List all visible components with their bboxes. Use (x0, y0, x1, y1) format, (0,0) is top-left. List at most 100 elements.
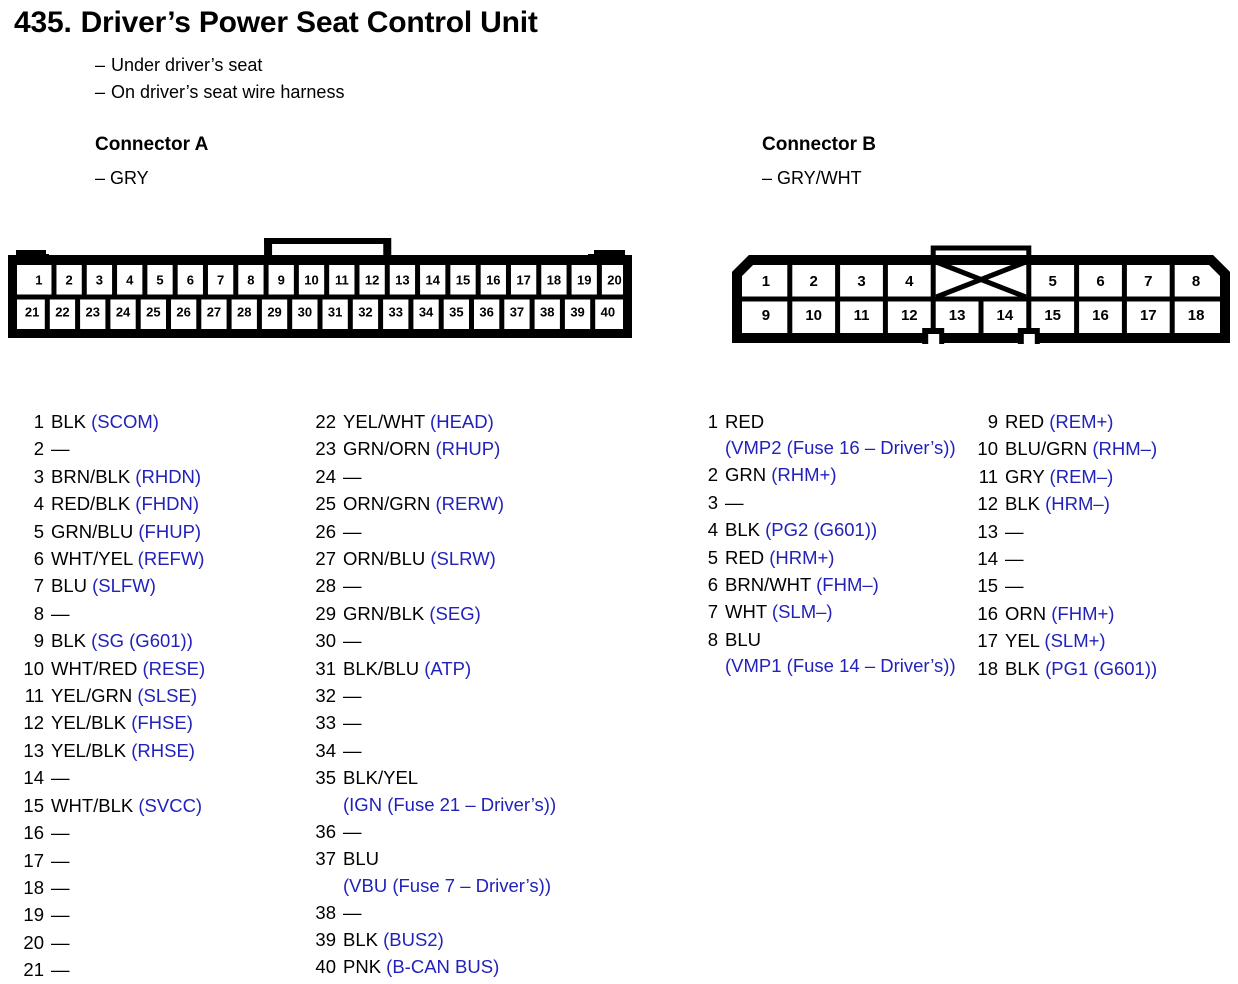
pin-detail: BLU(VBU (Fuse 7 – Driver’s)) (343, 845, 551, 898)
keyway-slot (930, 245, 1032, 302)
pin-circuit-label: (RHUP) (430, 438, 501, 460)
pin-detail: — (51, 819, 70, 846)
pin-number: 15 (977, 575, 998, 597)
pin-detail: — (51, 435, 70, 462)
pin-detail: — (343, 463, 362, 490)
left-tab-tall (16, 250, 23, 262)
page-title: 435.Driver’s Power Seat Control Unit (14, 6, 538, 40)
latch-post-right (383, 238, 392, 264)
cell-divider (596, 265, 602, 297)
cell-divider (445, 265, 451, 297)
cell-divider (882, 265, 888, 299)
pin-cell-17: 17 (1140, 307, 1157, 324)
pin-wire-color: GRN/BLK (343, 602, 425, 624)
pin-circuit-label: (SLFW) (87, 575, 156, 597)
pin-detail: — (51, 901, 70, 928)
pin-number: 10 (977, 438, 998, 460)
cell-divider (1074, 299, 1080, 333)
cell-divider (287, 297, 293, 329)
pin-wire-color: BLK/BLU (343, 657, 420, 679)
pin-number: 14 (23, 767, 44, 789)
pin-detail: — (725, 489, 744, 516)
pin-row: 21— (18, 956, 205, 983)
pin-cell-15: 15 (1044, 307, 1061, 324)
pin-detail: YEL (SLM+) (1005, 627, 1106, 654)
pin-cell-31: 31 (328, 304, 342, 319)
cell-divider (1121, 265, 1127, 299)
pin-row: 26— (310, 518, 556, 545)
pin-circuit-label: (RHSE) (126, 739, 195, 761)
pin-detail: ORN (FHM+) (1005, 600, 1114, 627)
pin-circuit-label: (HRM+) (764, 546, 835, 568)
pin-number: 24 (315, 465, 336, 487)
pin-detail: PNK (B-CAN BUS) (343, 953, 499, 980)
pin-cell-18: 18 (1188, 307, 1205, 324)
pin-number: 37 (315, 848, 336, 870)
cell-divider (51, 265, 57, 297)
cell-divider (1169, 299, 1175, 333)
cell-divider (415, 265, 421, 297)
pin-wire-color: WHT (725, 601, 767, 623)
pin-number: 4 (33, 493, 44, 515)
cell-divider (559, 297, 565, 329)
pin-circuit-label: (FHSE) (126, 712, 193, 734)
pin-wire-color: BLK (51, 411, 86, 432)
pin-detail: BLK/YEL(IGN (Fuse 21 – Driver’s)) (343, 764, 556, 817)
pin-wire-color: ORN (1005, 602, 1047, 624)
pin-cell-2: 2 (810, 273, 818, 290)
pin-number: 5 (707, 546, 718, 568)
cell-divider (475, 265, 481, 297)
pin-detail: GRN/BLU (FHUP) (51, 518, 201, 545)
pin-cell-4: 4 (905, 273, 914, 290)
cell-divider (505, 265, 511, 297)
pin-number: 17 (977, 630, 998, 652)
pin-row: 8— (18, 600, 205, 627)
pin-detail: YEL/BLK (FHSE) (51, 709, 193, 736)
pin-number: 40 (315, 956, 336, 978)
pin-number: 32 (315, 685, 336, 707)
right-tab-arm (594, 250, 624, 255)
pin-row: 36— (310, 818, 556, 845)
pin-cell-4: 4 (126, 272, 134, 287)
cell-divider (1121, 299, 1127, 333)
pin-circuit-label: (SCOM) (85, 411, 159, 432)
pin-detail: BLK (PG2 (G601)) (725, 516, 877, 543)
pin-cell-38: 38 (540, 304, 554, 319)
cell-divider (1074, 265, 1080, 299)
pin-wire-color: GRN/BLU (51, 520, 134, 542)
pin-number: 18 (23, 876, 44, 898)
pin-number: 2 (707, 464, 718, 486)
pin-wire-color: BLK (725, 519, 760, 541)
pin-number: 14 (977, 548, 998, 570)
pin-cell-28: 28 (237, 304, 251, 319)
pin-detail: — (343, 737, 362, 764)
pin-detail: — (51, 956, 70, 983)
pin-number: 19 (23, 904, 44, 926)
pin-detail: BRN/BLK (RHDN) (51, 463, 201, 490)
pin-row: 32— (310, 682, 556, 709)
keyway-bar (942, 256, 1020, 261)
cell-divider (438, 297, 444, 329)
cell-divider (978, 299, 984, 333)
pin-cell-16: 16 (486, 272, 500, 287)
pin-detail: BLU (SLFW) (51, 572, 156, 599)
right-tab-tall (618, 250, 625, 262)
pin-number: 36 (315, 820, 336, 842)
pin-cell-5: 5 (1049, 273, 1057, 290)
pin-number: 7 (707, 601, 718, 623)
pin-circuit-label: (FHDN) (130, 493, 200, 515)
pin-cell-17: 17 (516, 272, 530, 287)
pin-wire-color: RED (725, 411, 765, 432)
pin-number: 4 (707, 519, 718, 541)
pin-unused-dash: — (51, 904, 70, 926)
